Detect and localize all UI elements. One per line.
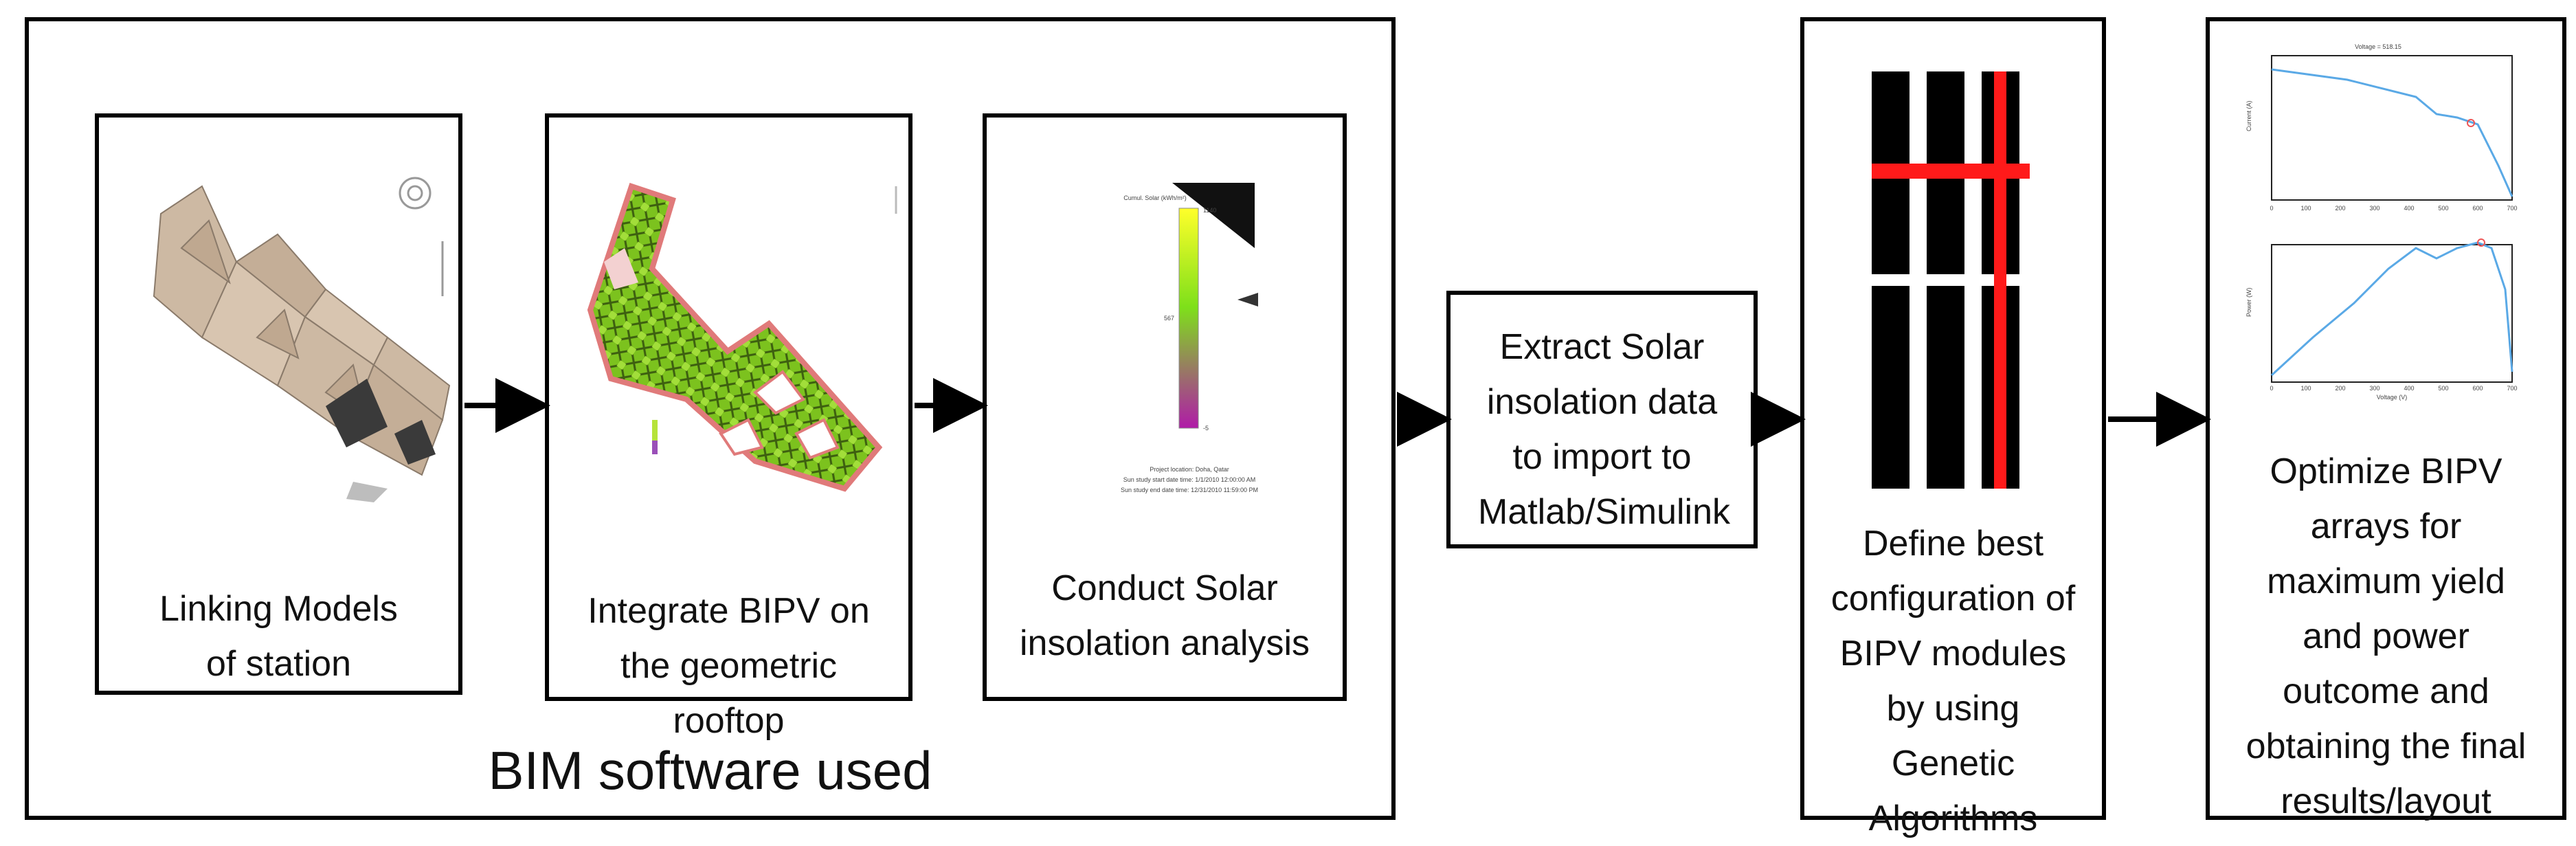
x-tick-label: 200 [2335,205,2345,212]
x-tick-label: 200 [2335,385,2345,392]
x-tick-label: 100 [2300,205,2311,212]
x-tick-label: 600 [2472,385,2483,392]
step-optimize-label: Optimize BIPV arrays for maximum yield a… [2245,452,2527,821]
iv-bottom-ylabel: Power (W) [2245,287,2252,317]
iv-bottom-xlabel: Voltage (V) [2377,394,2408,401]
step-linking-label: Linking Models of station [159,589,398,684]
bipv-rooftop-image [587,182,897,492]
step-linking-models: Linking Models of station [95,113,462,695]
step-optimize-arrays: Voltage = 518.15 Current (A) Power (W) V… [2206,17,2566,821]
x-tick-label: 400 [2404,205,2414,212]
step-extract-data: Extract Solar insolation data to import … [1446,291,1758,548]
legend-footer-2: Sun study start date time: 1/1/2010 12:0… [1123,476,1256,483]
step-conduct-label: Conduct Solar insolation analysis [1019,568,1310,663]
insolation-legend-image: Cumul. Solar (kWh/m²) 1140 567 -5 Projec… [1121,183,1258,493]
legend-title: Cumul. Solar (kWh/m²) [1123,194,1187,201]
legend-mid: 567 [1164,315,1174,322]
x-tick-label: 700 [2507,205,2517,212]
station-model-image [153,177,451,502]
iv-pv-curves-image: Voltage = 518.15 Current (A) Power (W) V… [2245,43,2518,401]
x-tick-label: 700 [2507,385,2517,392]
legend-footer-3: Sun study end date time: 12/31/2010 11:5… [1121,487,1258,493]
x-tick-label: 0 [2270,205,2273,212]
iv-chart-title: Voltage = 518.15 [2355,43,2401,50]
x-tick-label: 500 [2438,385,2448,392]
x-tick-label: 100 [2300,385,2311,392]
step-conduct-analysis: Cumul. Solar (kWh/m²) 1140 567 -5 Projec… [983,113,1347,701]
step-define-label: Define best configuration of BIPV module… [1830,524,2076,838]
x-tick-label: 300 [2369,205,2379,212]
x-tick-label: 500 [2438,205,2448,212]
x-tick-label: 400 [2404,385,2414,392]
legend-min: -5 [1203,425,1209,432]
iv-top-ylabel: Current (A) [2245,100,2252,131]
legend-max: 1140 [1203,207,1216,214]
legend-footer-1: Project location: Doha, Qatar [1150,466,1229,473]
x-tick-label: 600 [2472,205,2483,212]
step-define-configuration: Define best configuration of BIPV module… [1800,17,2106,838]
step-extract-label: Extract Solar insolation data to import … [1478,327,1731,532]
step-integrate-bipv: Integrate BIPV on the geometric rooftop [545,113,912,741]
x-tick-label: 300 [2369,385,2379,392]
ga-module-grid-image [1872,71,2030,489]
step-integrate-label: Integrate BIPV on the geometric rooftop [587,591,870,741]
x-tick-label: 0 [2270,385,2273,392]
bim-software-caption: BIM software used [488,740,932,801]
